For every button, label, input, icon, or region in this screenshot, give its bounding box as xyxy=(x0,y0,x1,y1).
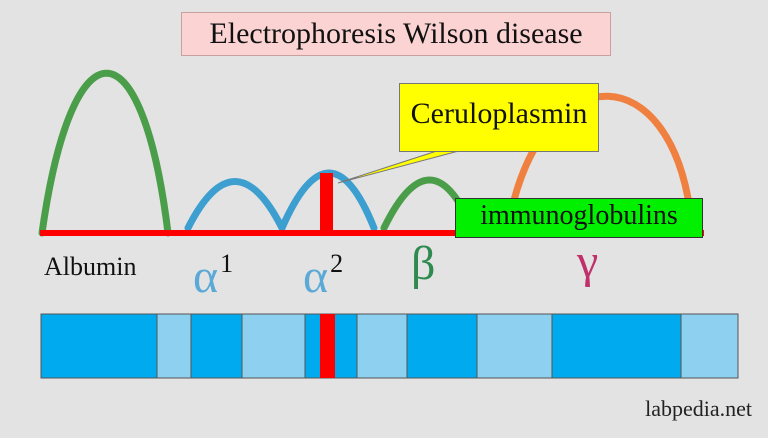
diagram-title: Electrophoresis Wilson disease xyxy=(181,12,611,56)
alpha2-symbol: α xyxy=(303,250,329,303)
gel-band-beta xyxy=(406,313,478,379)
alpha1-curve xyxy=(184,178,286,232)
immunoglobulins-label: immunoglobulins xyxy=(455,198,703,238)
gel-band-albumin xyxy=(40,313,158,379)
ceruloplasmin-peak-bar xyxy=(320,173,333,233)
baseline xyxy=(40,230,704,236)
alpha1-sup: 1 xyxy=(220,249,234,278)
alpha2-label: α2 xyxy=(303,240,343,301)
gel-gap xyxy=(156,313,192,379)
beta-label: β xyxy=(411,237,436,290)
gel-band-alpha1 xyxy=(190,313,243,379)
gel-ceruloplasmin-bar xyxy=(320,314,335,378)
alpha2-sup: 2 xyxy=(330,249,344,278)
gel-gap xyxy=(680,313,739,379)
albumin-curve xyxy=(38,70,172,237)
alpha1-symbol: α xyxy=(193,250,219,303)
gamma-label: γ xyxy=(577,235,599,288)
gel-gap xyxy=(241,313,306,379)
ceruloplasmin-callout: Ceruloplasmin xyxy=(399,83,599,152)
gel-gap xyxy=(356,313,408,379)
albumin-label: Albumin xyxy=(44,252,137,281)
gel-strip xyxy=(40,313,739,379)
gel-gap xyxy=(476,313,553,379)
callout-pointer xyxy=(337,147,471,184)
gel-band-gamma xyxy=(551,313,682,379)
source-credit: labpedia.net xyxy=(645,396,752,421)
alpha1-label: α1 xyxy=(193,240,233,301)
